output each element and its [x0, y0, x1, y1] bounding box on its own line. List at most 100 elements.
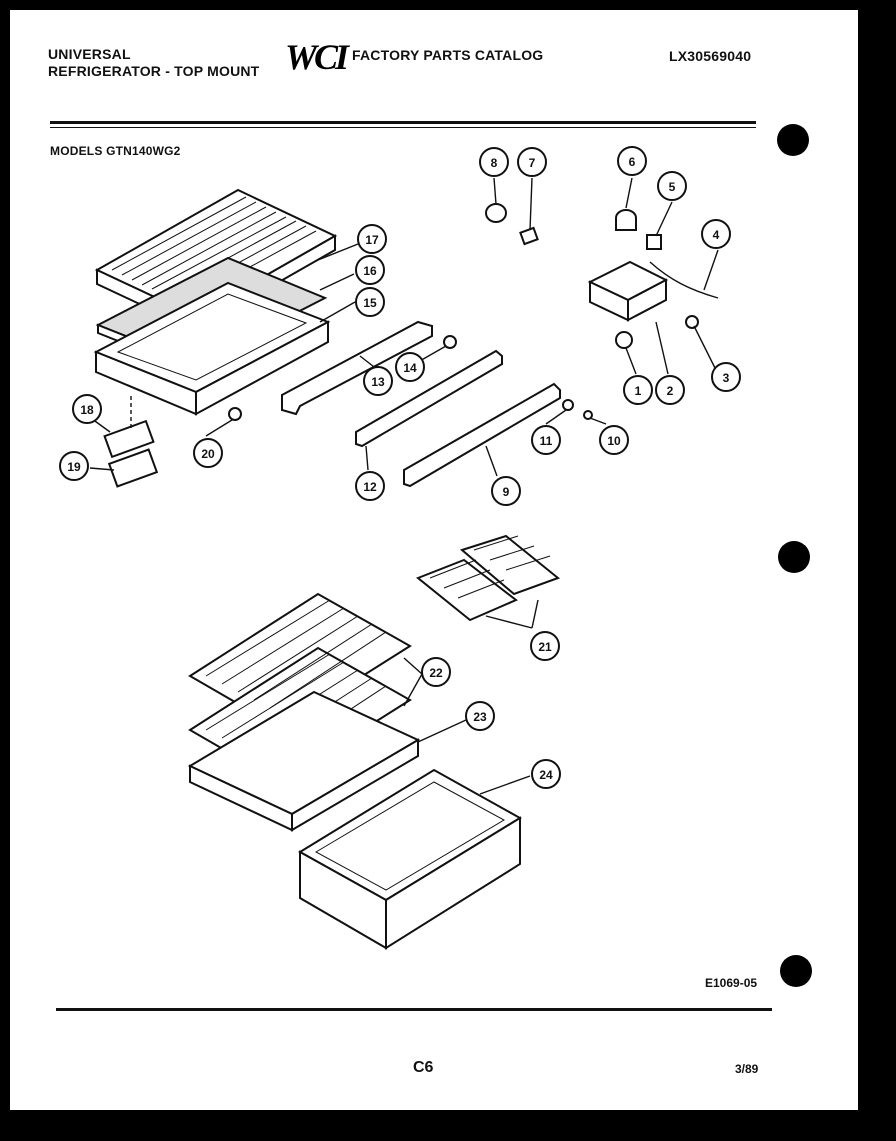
callout-label: 15	[363, 296, 377, 310]
callout-circle	[517, 147, 547, 177]
callout-label: 18	[80, 403, 94, 417]
callout-label: 1	[635, 384, 642, 398]
callout-circle	[59, 451, 89, 481]
callout-15: 15	[355, 287, 385, 317]
header-rule	[50, 121, 756, 124]
callout-label: 4	[713, 228, 720, 242]
binder-hole-middle	[778, 541, 810, 573]
callout-circle	[363, 366, 393, 396]
callout-21: 21	[530, 631, 560, 661]
callout-label: 10	[607, 434, 621, 448]
callout-22: 22	[421, 657, 451, 687]
callout-12: 12	[355, 471, 385, 501]
callout-3: 3	[711, 362, 741, 392]
callout-20: 20	[193, 438, 223, 468]
header-brand: UNIVERSAL	[48, 46, 131, 62]
callout-circle	[530, 631, 560, 661]
wci-logo: WCI	[285, 37, 349, 77]
callout-1: 1	[623, 375, 653, 405]
callout-label: 21	[538, 640, 552, 654]
part-14-screw	[443, 335, 457, 349]
callout-23: 23	[465, 701, 495, 731]
callout-circle	[479, 147, 509, 177]
callout-label: 13	[371, 375, 385, 389]
callout-24: 24	[531, 759, 561, 789]
header-catalog-number: LX30569040	[669, 48, 752, 64]
part-3-fastener	[685, 315, 699, 329]
callout-circle	[193, 438, 223, 468]
binder-hole-bottom	[780, 955, 812, 987]
part-9-rail	[403, 382, 561, 488]
footer-rule	[56, 1008, 772, 1011]
header-catalog-title: FACTORY PARTS CATALOG	[352, 47, 544, 63]
callout-circle	[701, 219, 731, 249]
catalog-page: UNIVERSAL REFRIGERATOR - TOP MOUNT WCI F…	[10, 10, 858, 1110]
callout-5: 5	[657, 171, 687, 201]
callout-label: 5	[669, 180, 676, 194]
callout-label: 20	[201, 447, 215, 461]
callout-circle	[623, 375, 653, 405]
part-19-cam	[107, 448, 159, 488]
callout-19: 19	[59, 451, 89, 481]
figure-code: E1069-05	[705, 976, 758, 990]
part-2-light-housing	[587, 260, 669, 322]
callout-11: 11	[531, 425, 561, 455]
callout-circle	[531, 759, 561, 789]
callout-circle	[355, 287, 385, 317]
page-number: C6	[413, 1059, 434, 1076]
callout-14: 14	[395, 352, 425, 382]
header-product-type: REFRIGERATOR - TOP MOUNT	[48, 63, 260, 79]
callout-8: 8	[479, 147, 509, 177]
callout-16: 16	[355, 255, 385, 285]
part-13-bracket	[281, 320, 433, 416]
callout-6: 6	[617, 146, 647, 176]
callout-18: 18	[72, 394, 102, 424]
callout-label: 7	[529, 156, 536, 170]
callout-4: 4	[701, 219, 731, 249]
callout-label: 16	[363, 264, 377, 278]
part-7-socket	[519, 226, 539, 246]
callout-label: 14	[403, 361, 417, 375]
callout-label: 19	[67, 460, 81, 474]
part-4-wire	[649, 261, 719, 299]
callout-7: 7	[517, 147, 547, 177]
callout-2: 2	[655, 375, 685, 405]
binder-hole-top	[777, 124, 809, 156]
part-24-crisper-pan	[298, 768, 522, 950]
callout-circle	[491, 476, 521, 506]
part-18-cam	[103, 419, 155, 459]
callout-label: 3	[723, 371, 730, 385]
part-10-screw	[583, 410, 593, 420]
part-20-screw	[228, 407, 242, 421]
part-8-bulb	[485, 203, 507, 223]
callout-label: 22	[429, 666, 443, 680]
callout-circle	[355, 255, 385, 285]
callout-circle	[531, 425, 561, 455]
part-5-clip	[646, 234, 662, 250]
part-12-rail	[355, 349, 503, 448]
date-code: 3/89	[735, 1062, 759, 1076]
callout-label: 2	[667, 384, 674, 398]
callout-circle	[357, 224, 387, 254]
callout-circle	[655, 375, 685, 405]
part-15-frame	[93, 281, 331, 416]
callout-circle	[711, 362, 741, 392]
part-23-crisper-cover	[187, 690, 421, 832]
part-11-nut	[562, 399, 574, 411]
callout-circle	[355, 471, 385, 501]
callout-label: 9	[503, 485, 510, 499]
callout-label: 23	[473, 710, 487, 724]
callout-9: 9	[491, 476, 521, 506]
callout-circle	[657, 171, 687, 201]
callout-13: 13	[363, 366, 393, 396]
callout-circle	[465, 701, 495, 731]
callout-circle	[421, 657, 451, 687]
callout-circle	[599, 425, 629, 455]
callout-label: 17	[365, 233, 379, 247]
header-rule-thin	[50, 127, 756, 128]
callout-label: 11	[540, 434, 553, 448]
callout-label: 12	[363, 480, 377, 494]
callout-circle	[395, 352, 425, 382]
